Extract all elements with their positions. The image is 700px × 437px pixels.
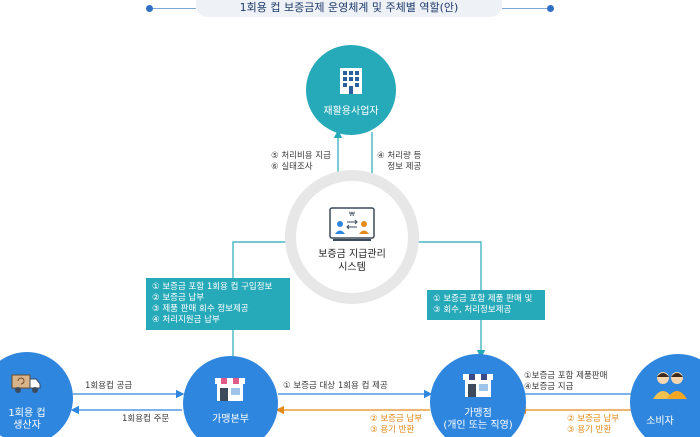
label-line: ③ 용기 반환 [567,425,612,435]
storefront-icon [463,374,493,397]
truck-icon [11,374,41,393]
label-cup-supply: 1회용컵 공급 [85,381,133,391]
recycler-node: 재활용사업자 [306,45,396,135]
hq-info-item: ① 보증금 포함 1회용 컵 구입정보 [152,282,273,292]
hq-info-item: ④ 처리지원금 납부 [152,315,220,325]
building-icon [340,68,362,94]
svg-text:₩: ₩ [349,211,355,218]
store-node: 가맹점 (개인 또는 직영) [430,354,526,437]
store-info-box: ① 보증금 포함 제품 판매 및 ③ 회수, 처리정보제공 [427,290,545,320]
title-dot-left [146,5,153,12]
recycler-label: 재활용사업자 [323,106,379,117]
label-line: ①보증금 포함 제품판매 [524,371,608,381]
producer-label-line2: 생산자 [13,420,41,431]
note-line: 정보 제공 [387,162,422,172]
system-label-line2: 시스템 [338,262,366,273]
exchange-icon: ₩ [329,207,375,241]
title-line-left [150,8,196,9]
hq-info-item: ② 보증금 납부 [152,293,205,303]
label-cup-order: 1회용컵 주문 [122,414,170,424]
label-line: ③ 용기 반환 [370,425,415,435]
title-line-right [502,8,550,9]
label-consumer-sell: ①보증금 포함 제품판매 ④보증금 지급 [524,371,607,393]
label-provide-cup: ① 보증금 대상 1회용 컵 제공 [283,381,388,391]
note-recycler-payment: ⑤ 처리비용 지급 ⑥ 실태조사 [271,151,331,173]
people-icon [653,372,687,399]
franchise-hq-node: 가맹본부 [183,356,278,437]
label-consumer-deposit-pay: ② 보증금 납부 ③ 용기 반환 [567,414,619,436]
producer-label-line1: 1회용 컵 [8,408,46,419]
note-line: ⑥ 실태조사 [271,162,313,172]
label-hq-deposit-pay: ② 보증금 납부 ③ 용기 반환 [370,414,422,436]
system-label: 보증금 지급관리 시스템 [296,248,408,274]
producer-label: 1회용 컵 생산자 [0,408,73,432]
diagram-title: 1회용 컵 보증금제 운영체계 및 주체별 역할(안) [196,0,502,17]
label-line: ② 보증금 납부 [370,414,423,424]
label-line: ④보증금 지급 [524,382,574,392]
store-label: 가맹점 (개인 또는 직영) [430,408,526,432]
label-line: ② 보증금 납부 [567,414,620,424]
note-recycler-info: ④ 처리량 등 정보 제공 [377,151,421,173]
store-label-line2: (개인 또는 직영) [443,420,513,431]
note-line: ④ 처리량 등 [377,151,422,161]
system-node: ₩ 보증금 지급관리 시스템 [296,181,408,293]
note-line: ⑤ 처리비용 지급 [271,151,331,161]
franchise-hq-label: 가맹본부 [212,414,249,425]
producer-node: 1회용 컵 생산자 [0,352,73,437]
consumer-label: 소비자 [646,416,674,427]
store-label-line1: 가맹점 [464,408,492,419]
system-label-line1: 보증금 지급관리 [318,249,386,260]
store-info-item: ③ 회수, 처리정보제공 [433,305,512,315]
title-dot-right [547,5,554,12]
hq-info-item: ③ 제품 판매 회수 정보제공 [152,304,249,314]
hq-info-box: ① 보증금 포함 1회용 컵 구입정보 ② 보증금 납부 ③ 제품 판매 회수 … [146,278,290,330]
storefront-icon [215,378,245,401]
store-info-item: ① 보증금 포함 제품 판매 및 [433,294,533,304]
